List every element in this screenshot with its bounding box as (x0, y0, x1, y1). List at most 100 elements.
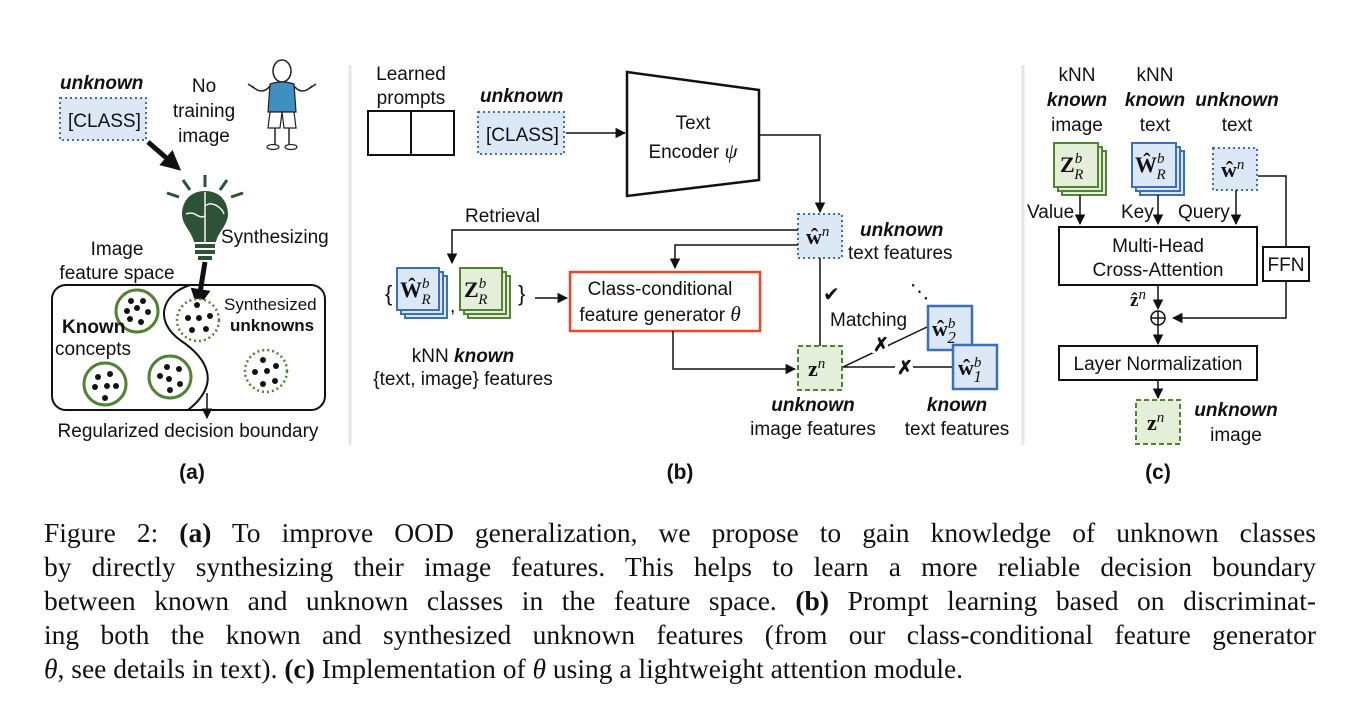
cross-mark-2: ✗ (897, 358, 913, 379)
w2-box (926, 304, 974, 352)
unknown-cluster (175, 297, 221, 343)
caption-text-run: between known and unknown classes in the… (44, 585, 796, 616)
lightbulb-puzzle-icon (166, 175, 244, 260)
unknown-label-b: unknown (480, 86, 563, 107)
unknown-cluster (243, 348, 289, 394)
caption-line: θ, see details in text). (c) Implementat… (44, 652, 1316, 686)
w-hat-n-c: ŵn (1221, 157, 1244, 182)
w1-box (951, 343, 999, 391)
w-hat-n-b: ŵn (806, 224, 829, 249)
z-n-b: zn (808, 356, 825, 381)
knn-known-line2: {text, image} features (373, 369, 553, 390)
class-token-a: [CLASS] (68, 111, 141, 132)
comma: , (450, 296, 455, 317)
arrow-class-to-bulb (146, 140, 182, 171)
arrow-encoder-to-wn (759, 134, 826, 214)
unknown-image-features-line2: image features (750, 419, 876, 440)
arrow-retrieval (446, 229, 798, 265)
known-cluster (147, 354, 193, 400)
add-circle-icon (1150, 310, 1166, 326)
caption-text-run: Prompt learning based on discriminat- (829, 585, 1316, 616)
ffn-label: FFN (1268, 255, 1305, 276)
class-token-box-a (59, 97, 147, 141)
mhca-line1: Multi-Head (1112, 236, 1204, 257)
arrow-generator-to-zn (672, 331, 797, 375)
caption-line: ing both the known and synthesized unkno… (44, 618, 1316, 652)
arrow-wn-to-generator (669, 244, 798, 270)
unknown-label-a: unknown (60, 73, 143, 94)
text-encoder-line2: Encoder ψ (648, 139, 738, 163)
synthesizing-label: Synthesizing (221, 227, 329, 248)
decision-boundary-curve (163, 284, 209, 411)
caption-text-run: using a lightweight attention module. (546, 653, 964, 684)
unknowns-label: unknowns (230, 316, 314, 335)
key-label: Key (1121, 202, 1154, 223)
caption-text-run: Implementation of (314, 653, 533, 684)
z-stack-c (1053, 142, 1107, 196)
panel-b: Learned prompts unknown [CLASS] Text Enc… (367, 64, 1009, 484)
matching-label: Matching (830, 310, 907, 331)
caption-text-run: , see details in text). (57, 653, 285, 684)
panel-label-b: (b) (667, 461, 694, 484)
text-encoder-trapezoid (625, 70, 761, 198)
brace-open: { (385, 281, 392, 306)
caption-line: by directly synthesizing their image fea… (44, 550, 1316, 584)
known-cluster (82, 361, 128, 407)
caption-text-run: ing both the known and synthesized unkno… (44, 619, 1316, 650)
col2-line2: known (1125, 90, 1185, 111)
synthesized-label: Synthesized (224, 295, 317, 314)
panel-c: kNN known image kNN known text unknown t… (1027, 65, 1310, 484)
panel-label-c: (c) (1145, 461, 1171, 484)
known-cluster (114, 288, 160, 334)
arrow-bulb-to-space (190, 261, 211, 309)
cross-bg-2 (895, 358, 913, 376)
caption-text-run: To improve OOD generalization, we propos… (211, 517, 1316, 548)
w-hat-stack-c (1131, 142, 1185, 196)
no-training-line1: No (192, 76, 216, 97)
layer-norm-label: Layer Normalization (1074, 354, 1243, 375)
w-hat-n-box-c (1212, 147, 1258, 191)
cross-bg-1 (872, 335, 888, 353)
class-token-b: [CLASS] (486, 125, 559, 146)
w-hat-n-box-b (797, 213, 843, 259)
figure-2-diagram: unknown [CLASS] No training image (51, 59, 1310, 484)
unknown-image-features-line1: unknown (771, 395, 854, 416)
mhca-line2: Cross-Attention (1093, 260, 1224, 281)
z-n-box-c (1135, 399, 1181, 445)
col1-line2: known (1047, 90, 1107, 111)
z-stack (459, 267, 511, 319)
learned-prompts-line2: prompts (377, 88, 446, 109)
generator-line2: feature generator θ (579, 302, 740, 326)
unknown-text-features-line1: unknown (860, 220, 943, 241)
z-n-box-b (797, 345, 843, 391)
caption-bold-run: (a) (179, 517, 212, 548)
caption-bold-run: (b) (795, 585, 830, 616)
panel-label-a: (a) (179, 461, 205, 484)
z-n-c: zn (1147, 410, 1164, 435)
image-feature-space-line1: Image (91, 239, 144, 260)
value-label: Value (1027, 202, 1074, 223)
caption-text-run: by directly synthesizing their image fea… (44, 551, 1316, 582)
panel-a: unknown [CLASS] No training image (51, 59, 329, 484)
ffn-box (1262, 246, 1310, 282)
col3-line2: text (1222, 115, 1253, 136)
cross-mark-1: ✗ (873, 335, 889, 356)
caption-bold-run: (c) (284, 653, 315, 684)
class-token-box-b (477, 111, 565, 155)
known-text-features-line1: known (927, 395, 987, 416)
caption-text-run: Figure 2: (44, 517, 180, 548)
unknown-image-line2: image (1210, 425, 1262, 446)
knn-known-line1: kNN known (412, 346, 514, 367)
decision-boundary-label: Regularized decision boundary (58, 421, 319, 442)
col1-line1: kNN (1059, 65, 1096, 86)
caption-math-run: θ (44, 653, 58, 684)
query-label: Query (1178, 202, 1230, 223)
check-mark: ✔ (823, 284, 840, 306)
unknown-text-features-line2: text features (848, 243, 953, 264)
learned-prompts-line1: Learned (376, 64, 446, 85)
generator-line1: Class-conditional (588, 279, 733, 300)
feature-generator-box (568, 270, 762, 333)
figure-caption: Figure 2: (a) To improve OOD generalizat… (44, 516, 1316, 686)
